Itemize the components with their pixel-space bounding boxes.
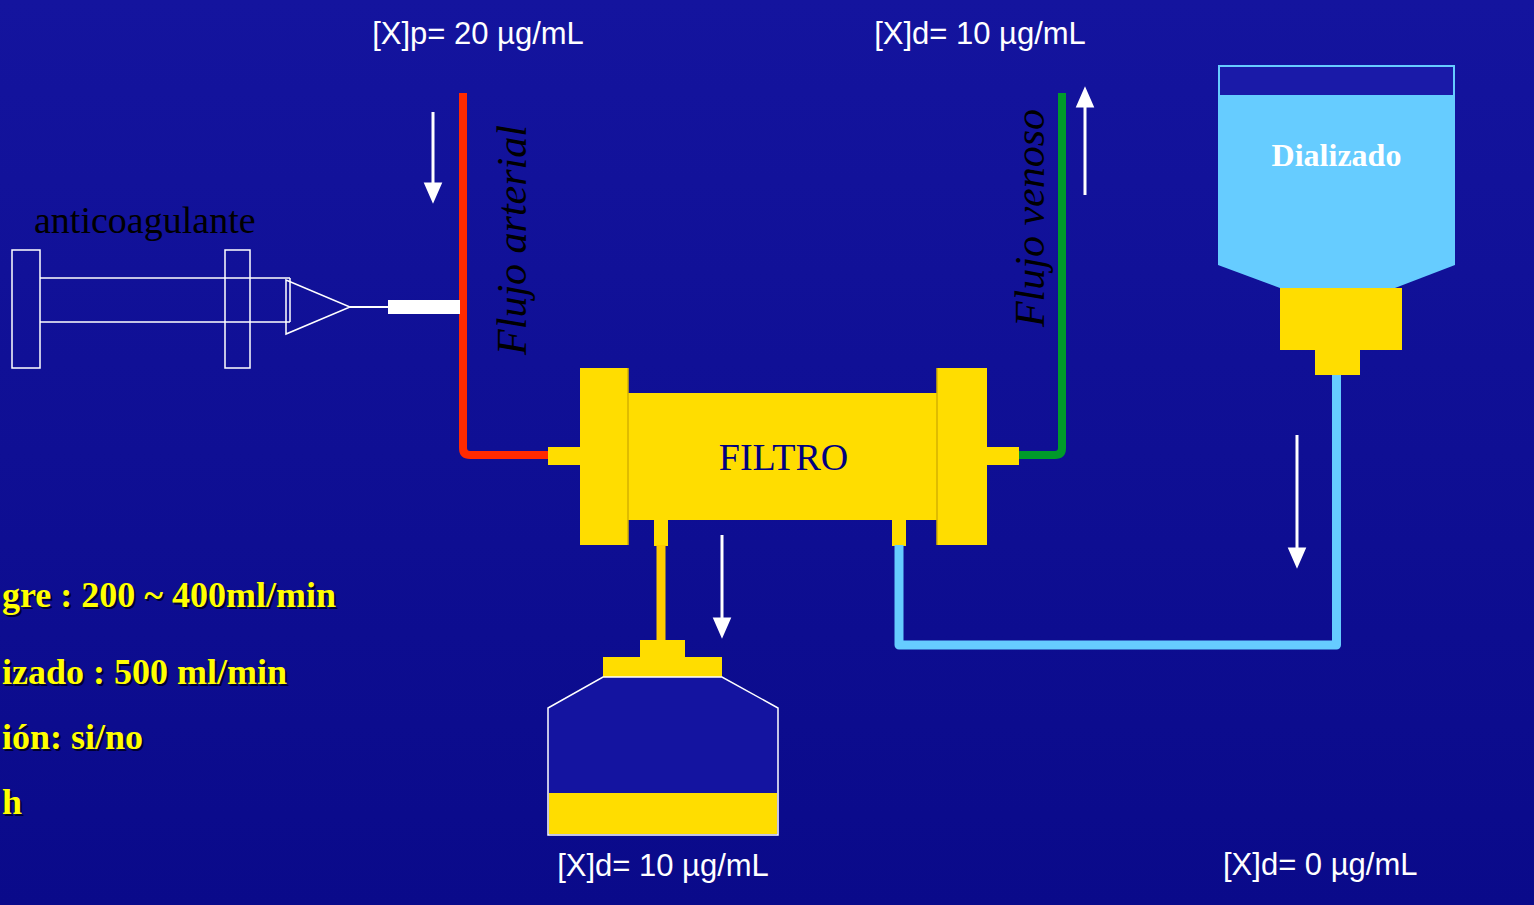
settings-note: ión: si/no (2, 716, 143, 758)
node-text: Dializado (1272, 137, 1402, 174)
effluent-fluid (549, 793, 777, 834)
container-lid (1219, 66, 1454, 96)
syringe-barrel-top (40, 277, 290, 279)
node-text: anticoagulante (34, 198, 256, 242)
container-cap (1280, 288, 1402, 350)
filter-cap-edge (627, 368, 629, 545)
flow-label: Flujo venoso (1006, 109, 1054, 327)
syringe-plunger-ring (225, 250, 250, 368)
concentration-label: [X]d= 10 µg/mL (874, 16, 1086, 52)
syringe-outline (12, 250, 350, 368)
effluent-container-outline (548, 640, 778, 835)
syringe-tip (286, 280, 350, 334)
filter-cartridge: FILTRO (580, 368, 987, 545)
settings-note: gre : 200 ~ 400ml/min (2, 574, 336, 616)
concentration-label: [X]p= 20 µg/mL (372, 16, 584, 52)
syringe-flange (12, 250, 40, 368)
filter-right-cap (937, 368, 987, 545)
effluent-container: [X]d= 10 µg/mL (548, 640, 778, 835)
node-text: FILTRO (719, 435, 849, 479)
syringe: anticoagulante (12, 250, 350, 368)
settings-note: izado : 500 ml/min (2, 651, 287, 693)
syringe-barrel-bottom (40, 321, 290, 323)
tube-connector (657, 545, 666, 640)
filter-body (628, 393, 937, 520)
node-text: [X]d= 10 µg/mL (557, 848, 769, 884)
dialysate-container: Dializado (1218, 65, 1455, 375)
container-neck (1315, 350, 1360, 375)
arterial-tube (463, 93, 550, 455)
container-cap (640, 640, 685, 657)
container-lid (603, 657, 722, 677)
flow-label: Flujo arterial (488, 125, 536, 355)
container-body (548, 677, 778, 835)
filter-cap-edge (936, 368, 938, 545)
syringe-connector (388, 300, 460, 314)
filter-inlet-port (548, 447, 582, 465)
filter-outlet-port (985, 447, 1019, 465)
syringe-barrel-end (289, 278, 291, 322)
settings-note: h (2, 781, 22, 823)
syringe-needle (350, 306, 388, 308)
dialysate-fluid (1218, 95, 1455, 288)
flow-arrows (426, 90, 1304, 635)
dialysate-container-outline (1218, 65, 1455, 375)
filter-left-cap (580, 368, 628, 545)
concentration-label: [X]d= 0 µg/mL (1223, 847, 1418, 883)
